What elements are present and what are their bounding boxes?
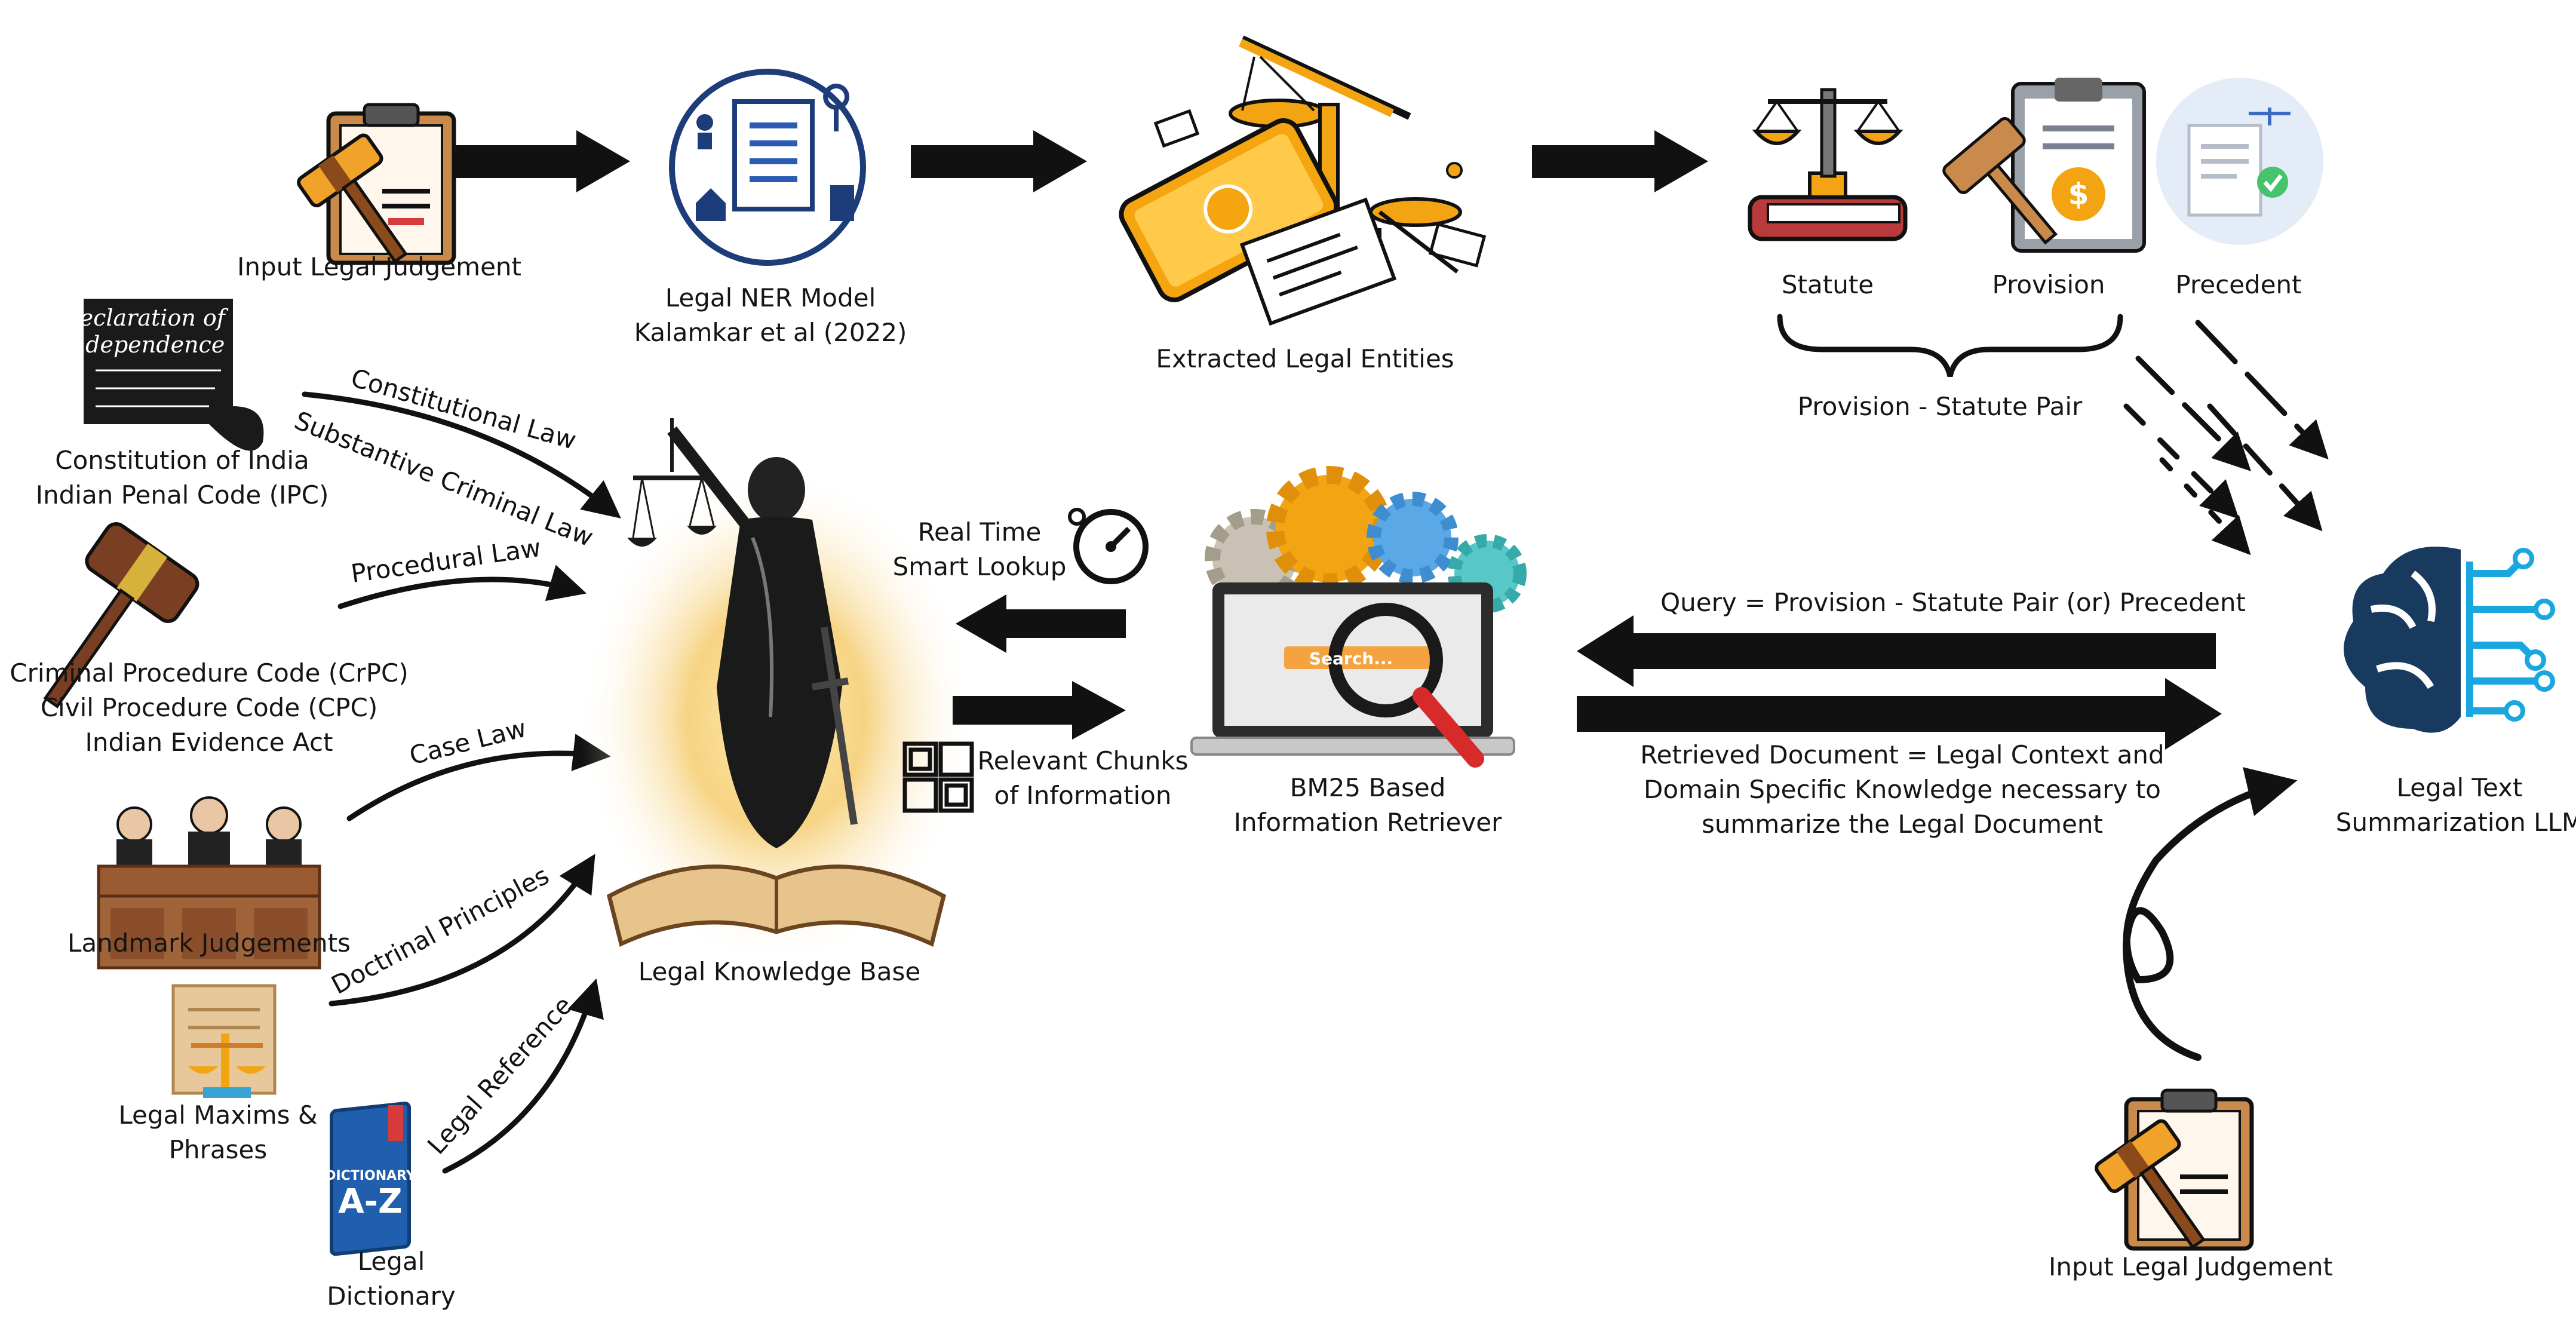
- retriever-line2: Information Retriever: [1233, 808, 1502, 837]
- dictionary-cover-az: A-Z: [338, 1182, 402, 1221]
- dictionary-line1: Legal: [357, 1247, 425, 1276]
- query-label: Query = Provision - Statute Pair (or) Pr…: [1660, 588, 2246, 617]
- knowledge-base-label: Legal Knowledge Base: [638, 957, 921, 986]
- retrieved-document-label: Retrieved Document = Legal Context and D…: [1640, 738, 2164, 842]
- retrieved-line3: summarize the Legal Document: [1701, 809, 2104, 839]
- declaration-text-line2: Independence: [62, 332, 225, 358]
- maxims-line1: Legal Maxims &: [118, 1100, 318, 1130]
- statute-book-scales-icon: [1748, 88, 1908, 241]
- llm-label: Legal Text Summarization LLM: [2336, 771, 2576, 840]
- landmark-judgements-label: Landmark Judgements: [67, 928, 351, 958]
- arrow-query: [1577, 615, 2216, 687]
- brain-circuit-icon: [2344, 547, 2555, 733]
- provision-document-icon: $: [1942, 78, 2146, 253]
- edge-constitutional: [302, 391, 621, 519]
- input-judgement-bottom-label: Input Legal Judgement: [2048, 1252, 2334, 1281]
- procedure-line3: Indian Evidence Act: [85, 728, 333, 757]
- provision-statute-brace: [1777, 314, 2123, 378]
- arrow-retriever-to-kb: [956, 594, 1126, 653]
- arrow-input-to-ner: [454, 130, 630, 192]
- retriever-laptop-search-icon: [1190, 466, 1527, 768]
- retriever-label: BM25 Based Information Retriever: [1234, 771, 1502, 840]
- retrieved-line2: Domain Specific Knowledge necessary to: [1644, 775, 2161, 804]
- ner-model-line2: Kalamkar et al (2022): [634, 318, 907, 347]
- gavel-icon: [43, 522, 199, 708]
- arrow-retrieved: [1577, 678, 2222, 750]
- search-bar-text: Search...: [1309, 649, 1393, 668]
- procedure-line2: Civil Procedure Code (CPC): [40, 693, 378, 722]
- chunks-grid-icon: [902, 741, 974, 813]
- legal-maxims-scroll-icon: [171, 984, 277, 1098]
- stopwatch-icon: [1068, 508, 1149, 584]
- constitution-line2: Indian Penal Code (IPC): [35, 480, 329, 510]
- retriever-line1: BM25 Based: [1289, 773, 1446, 802]
- label-case-law: Case Law: [407, 713, 530, 771]
- retrieved-line1: Retrieved Document = Legal Context and: [1640, 740, 2164, 769]
- legal-document-gavel-icon-bottom: [2095, 1088, 2254, 1251]
- legal-maxims-label: Legal Maxims & Phrases: [118, 1098, 317, 1167]
- ner-model-label: Legal NER Model Kalamkar et al (2022): [634, 281, 907, 350]
- real-time-line2: Smart Lookup: [892, 552, 1067, 581]
- precedent-document-icon: [2156, 78, 2323, 245]
- arrow-kb-to-retriever: [953, 681, 1126, 740]
- llm-line1: Legal Text: [2396, 773, 2523, 802]
- declaration-scroll-icon: [84, 299, 264, 451]
- courtroom-bench-icon: [97, 796, 321, 970]
- dashed-arrows-to-llm: [2123, 320, 2329, 556]
- constitution-line1: Constitution of India: [55, 446, 309, 475]
- edge-doctrinal: [328, 854, 595, 1007]
- arrow-ner-to-entities: [911, 130, 1087, 192]
- declaration-text-line1: Declaration of: [61, 305, 229, 331]
- swirl-arrow-to-llm: [2122, 767, 2298, 1061]
- ner-document-icon: [669, 69, 866, 266]
- chunks-line1: Relevant Chunks: [977, 746, 1189, 775]
- constitution-label: Constitution of India Indian Penal Code …: [36, 443, 329, 513]
- dictionary-cover-label: DICTIONARY: [325, 1168, 416, 1183]
- ner-model-line1: Legal NER Model: [665, 283, 876, 312]
- edge-legal-reference: [442, 978, 604, 1174]
- dictionary-line2: Dictionary: [327, 1281, 456, 1311]
- edge-procedural: [337, 565, 587, 609]
- llm-line2: Summarization LLM: [2335, 808, 2576, 837]
- lady-justice-book-icon: [579, 418, 974, 968]
- legal-entities-scales-icon: [1119, 35, 1487, 326]
- statute-label: Statute: [1781, 270, 1874, 299]
- input-judgement-top-label: Input Legal Judgement: [237, 252, 522, 281]
- svg-text:$: $: [2068, 177, 2089, 211]
- legal-document-gavel-icon: [297, 103, 456, 265]
- legal-dictionary-label: Legal Dictionary: [327, 1244, 455, 1314]
- real-time-line1: Real Time: [917, 517, 1042, 547]
- procedure-line1: Criminal Procedure Code (CrPC): [10, 658, 409, 688]
- provision-label: Provision: [1992, 270, 2105, 299]
- edge-case-law: [346, 734, 611, 821]
- relevant-chunks-label: Relevant Chunks of Information: [977, 744, 1188, 813]
- chunks-line2: of Information: [994, 781, 1172, 810]
- maxims-line2: Phrases: [168, 1135, 268, 1164]
- real-time-lookup-label: Real Time Smart Lookup: [893, 515, 1067, 584]
- dictionary-book-icon: [330, 1102, 411, 1256]
- procedure-codes-label: Criminal Procedure Code (CrPC) Civil Pro…: [10, 656, 409, 760]
- provision-statute-pair-label: Provision - Statute Pair: [1797, 392, 2083, 421]
- extracted-entities-label: Extracted Legal Entities: [1156, 344, 1454, 373]
- precedent-label: Precedent: [2175, 270, 2302, 299]
- arrow-entities-to-statute: [1532, 130, 1708, 192]
